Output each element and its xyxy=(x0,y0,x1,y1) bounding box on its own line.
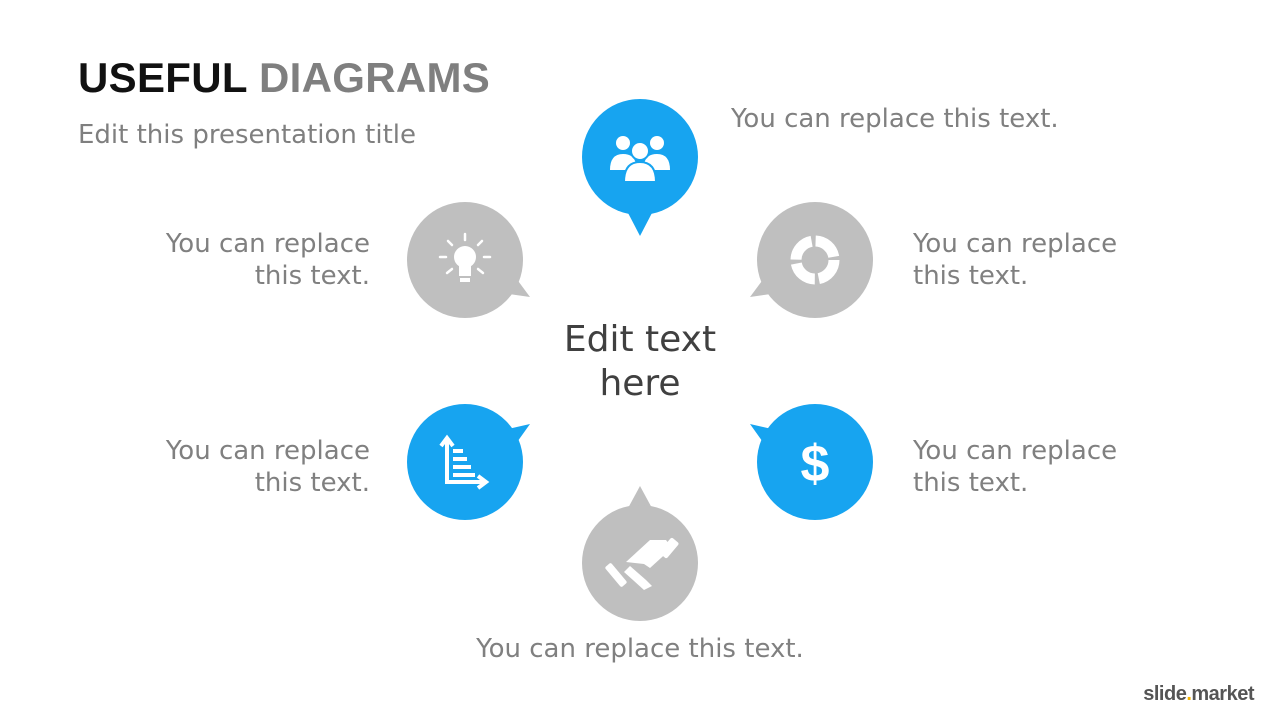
label-bottom-right: You can replace this text. xyxy=(913,436,1118,498)
bar-chart-icon xyxy=(439,434,490,490)
handshake-icon xyxy=(605,537,679,590)
cycle-icon xyxy=(790,235,840,285)
brand-logo: slide.market xyxy=(1143,683,1254,705)
lightbulb-icon xyxy=(438,232,492,282)
center-text[interactable]: Edit text here xyxy=(563,319,717,404)
label-bottom-left: You can replace this text. xyxy=(165,436,370,498)
label-top-left: You can replace this text. xyxy=(165,229,370,291)
dollar-icon: $ xyxy=(801,435,830,493)
node-bottom[interactable] xyxy=(582,486,698,621)
title-part-1: USEFUL xyxy=(78,54,248,101)
node-top-left[interactable] xyxy=(407,202,530,318)
page-title: USEFUL DIAGRAMS xyxy=(78,54,490,102)
node-top-right[interactable] xyxy=(750,202,873,318)
node-top[interactable] xyxy=(582,99,698,236)
label-bottom: You can replace this text. xyxy=(476,634,804,664)
node-bottom-left[interactable] xyxy=(407,404,530,520)
label-top: You can replace this text. xyxy=(731,104,1059,134)
page-subtitle: Edit this presentation title xyxy=(78,120,416,150)
title-part-2: DIAGRAMS xyxy=(259,54,491,101)
label-top-right: You can replace this text. xyxy=(913,229,1118,291)
people-icon xyxy=(610,136,670,183)
node-bottom-right[interactable]: $ xyxy=(750,404,873,520)
